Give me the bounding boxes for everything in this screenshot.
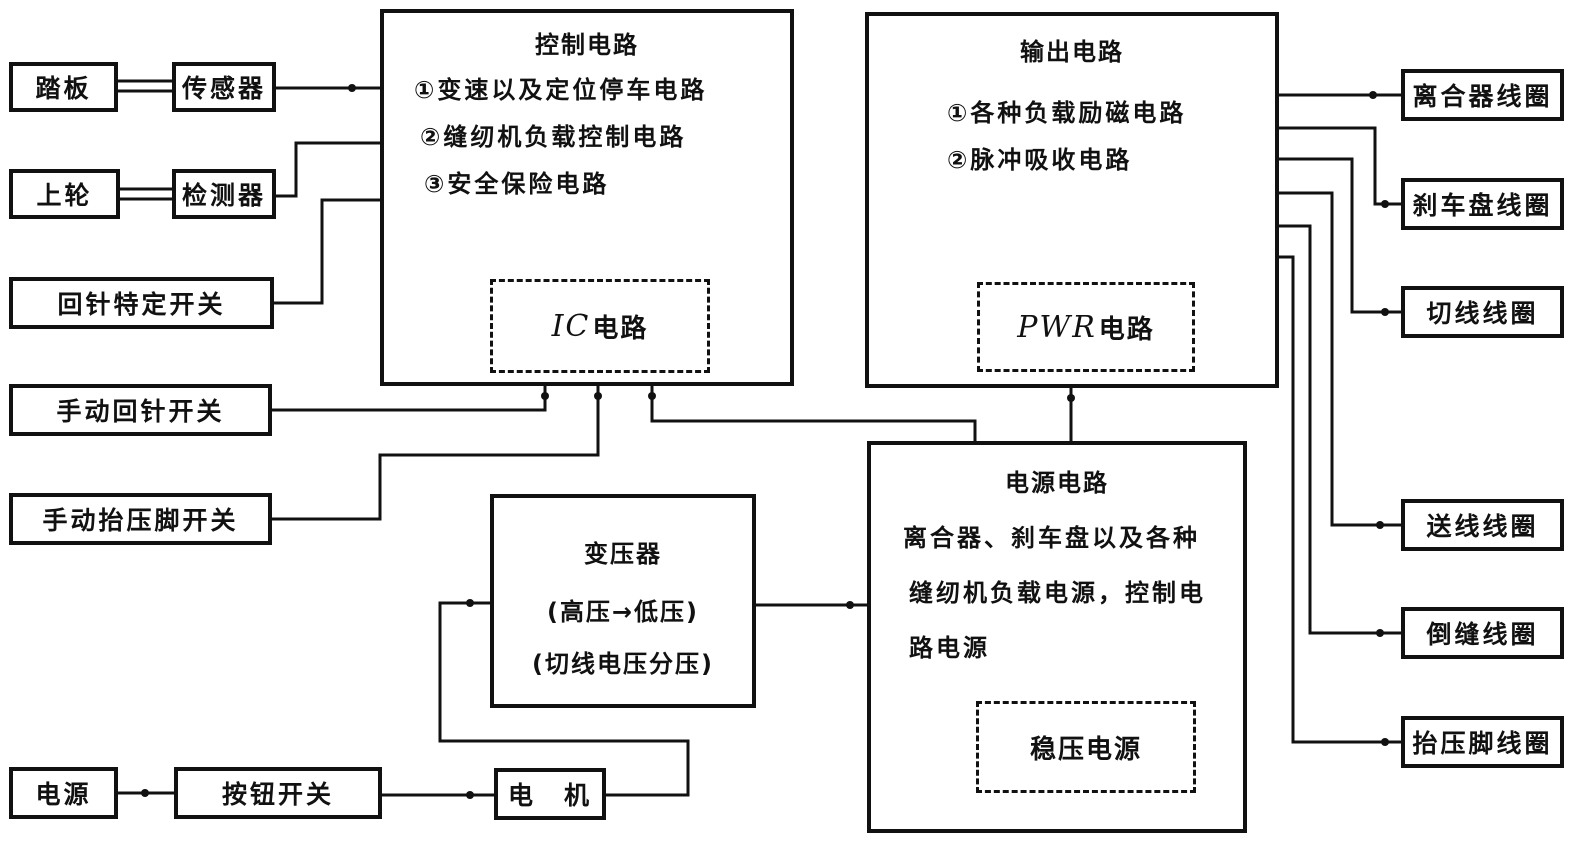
presser-foot-coil-box: 抬压脚线圈 — [1401, 716, 1564, 768]
transformer-title: 变压器 — [584, 540, 662, 568]
control-item-3: ③安全保险电路 — [424, 170, 610, 198]
manual-presser-foot-label: 手动抬压脚开关 — [42, 506, 239, 535]
sensor-box: 传感器 — [172, 62, 276, 112]
transformer-box: 变压器 (高压→低压) (切线电压分压) — [490, 494, 756, 708]
ic-suffix: 电路 — [592, 313, 649, 344]
button-switch-label: 按钮开关 — [221, 780, 334, 809]
manual-needle-return-box: 手动回针开关 — [9, 384, 272, 436]
power-circuit-line-2: 缝纫机负载电源，控制电 — [909, 579, 1206, 607]
clutch-coil-box: 离合器线圈 — [1401, 69, 1564, 121]
power-circuit-title: 电源电路 — [1005, 469, 1109, 497]
trimmer-coil-label: 切线线圈 — [1426, 299, 1539, 328]
thread-feed-coil-label: 送线线圈 — [1426, 512, 1539, 541]
manual-presser-foot-box: 手动抬压脚开关 — [9, 493, 272, 545]
needle-return-switch-box: 回针特定开关 — [9, 277, 274, 329]
sensor-label: 传感器 — [181, 74, 266, 103]
brake-coil-box: 刹车盘线圈 — [1401, 178, 1564, 230]
regulated-supply-box: 稳压电源 — [976, 701, 1196, 793]
control-item-2: ②缝纫机负载控制电路 — [420, 123, 687, 151]
output-item-2: ②脉冲吸收电路 — [947, 146, 1133, 174]
control-item-1: ①变速以及定位停车电路 — [414, 76, 708, 104]
transformer-line-1: (高压→低压) — [546, 598, 700, 626]
detector-box: 检测器 — [172, 169, 276, 219]
ic-prefix: IC — [551, 308, 591, 344]
motor-label: 电 机 — [507, 781, 592, 810]
power-circuit-box: 电源电路 离合器、刹车盘以及各种 缝纫机负载电源，控制电 路电源 稳压电源 — [867, 441, 1247, 833]
regulated-supply-label: 稳压电源 — [1029, 734, 1142, 765]
pwr-prefix: PWR — [1017, 309, 1097, 345]
brake-coil-label: 刹车盘线圈 — [1412, 191, 1553, 220]
output-item-1: ①各种负载励磁电路 — [947, 99, 1187, 127]
needle-return-switch-label: 回针特定开关 — [57, 290, 226, 319]
detector-label: 检测器 — [181, 181, 266, 210]
reverse-stitch-coil-label: 倒缝线圈 — [1426, 620, 1539, 649]
pwr-suffix: 电路 — [1098, 314, 1155, 345]
power-circuit-line-3: 路电源 — [909, 634, 990, 662]
control-circuit-title: 控制电路 — [535, 31, 639, 59]
upper-wheel-box: 上轮 — [9, 169, 120, 219]
power-source-box: 电源 — [9, 767, 118, 819]
power-source-label: 电源 — [35, 780, 92, 809]
manual-needle-return-label: 手动回针开关 — [56, 397, 225, 426]
pedal-box: 踏板 — [9, 62, 118, 112]
power-circuit-line-1: 离合器、刹车盘以及各种 — [903, 524, 1200, 552]
clutch-coil-label: 离合器线圈 — [1412, 82, 1553, 111]
pedal-label: 踏板 — [35, 74, 92, 103]
upper-wheel-label: 上轮 — [36, 181, 93, 210]
motor-box: 电 机 — [494, 768, 606, 820]
presser-foot-coil-label: 抬压脚线圈 — [1412, 729, 1553, 758]
reverse-stitch-coil-box: 倒缝线圈 — [1401, 607, 1564, 659]
button-switch-box: 按钮开关 — [174, 767, 382, 819]
thread-feed-coil-box: 送线线圈 — [1401, 499, 1564, 551]
output-circuit-title: 输出电路 — [1020, 38, 1124, 66]
trimmer-coil-box: 切线线圈 — [1401, 286, 1564, 338]
transformer-line-2: (切线电压分压) — [532, 650, 714, 678]
